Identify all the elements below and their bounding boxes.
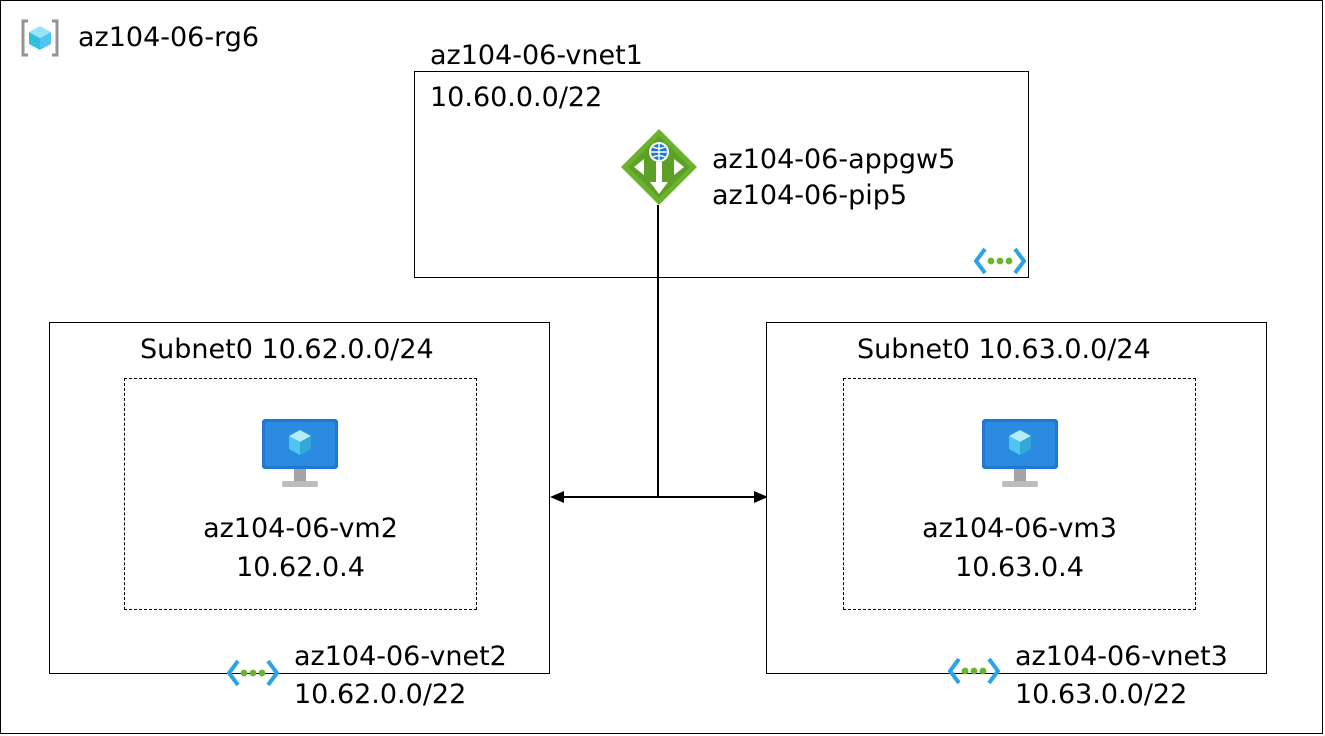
connector-lines	[540, 205, 780, 515]
resource-group-name: az104-06-rg6	[78, 22, 260, 53]
vnet2-box	[49, 322, 550, 674]
vnet3-subnet-label: Subnet0 10.63.0.0/24	[857, 334, 1151, 365]
vnet1-cidr: 10.60.0.0/22	[430, 82, 603, 113]
vnet3-cidr: 10.63.0.0/22	[1015, 679, 1188, 710]
vnet1-name: az104-06-vnet1	[430, 40, 643, 71]
vnet3-name: az104-06-vnet3	[1015, 641, 1228, 672]
vm3-ip: 10.63.0.4	[955, 552, 1084, 583]
vnet2-subnet-label: Subnet0 10.62.0.0/24	[140, 334, 434, 365]
vnet3-subnet-box	[843, 378, 1196, 610]
vnet1-box	[414, 71, 1029, 278]
virtual-machine-icon	[981, 418, 1059, 490]
application-gateway-icon	[620, 128, 698, 206]
vm2-name: az104-06-vm2	[203, 513, 398, 544]
vnet2-name: az104-06-vnet2	[294, 641, 507, 672]
vnet-icon	[974, 246, 1026, 276]
vm3-name: az104-06-vm3	[922, 513, 1117, 544]
vnet-icon	[227, 658, 279, 688]
resource-group-icon	[20, 18, 60, 58]
vnet2-subnet-box	[124, 378, 477, 610]
virtual-machine-icon	[261, 418, 339, 490]
app-gateway-name: az104-06-appgw5	[712, 144, 956, 175]
vnet3-box	[766, 322, 1267, 674]
vm2-ip: 10.62.0.4	[236, 552, 365, 583]
vnet-icon	[948, 656, 1000, 686]
vnet2-cidr: 10.62.0.0/22	[294, 679, 467, 710]
public-ip-name: az104-06-pip5	[712, 180, 908, 211]
